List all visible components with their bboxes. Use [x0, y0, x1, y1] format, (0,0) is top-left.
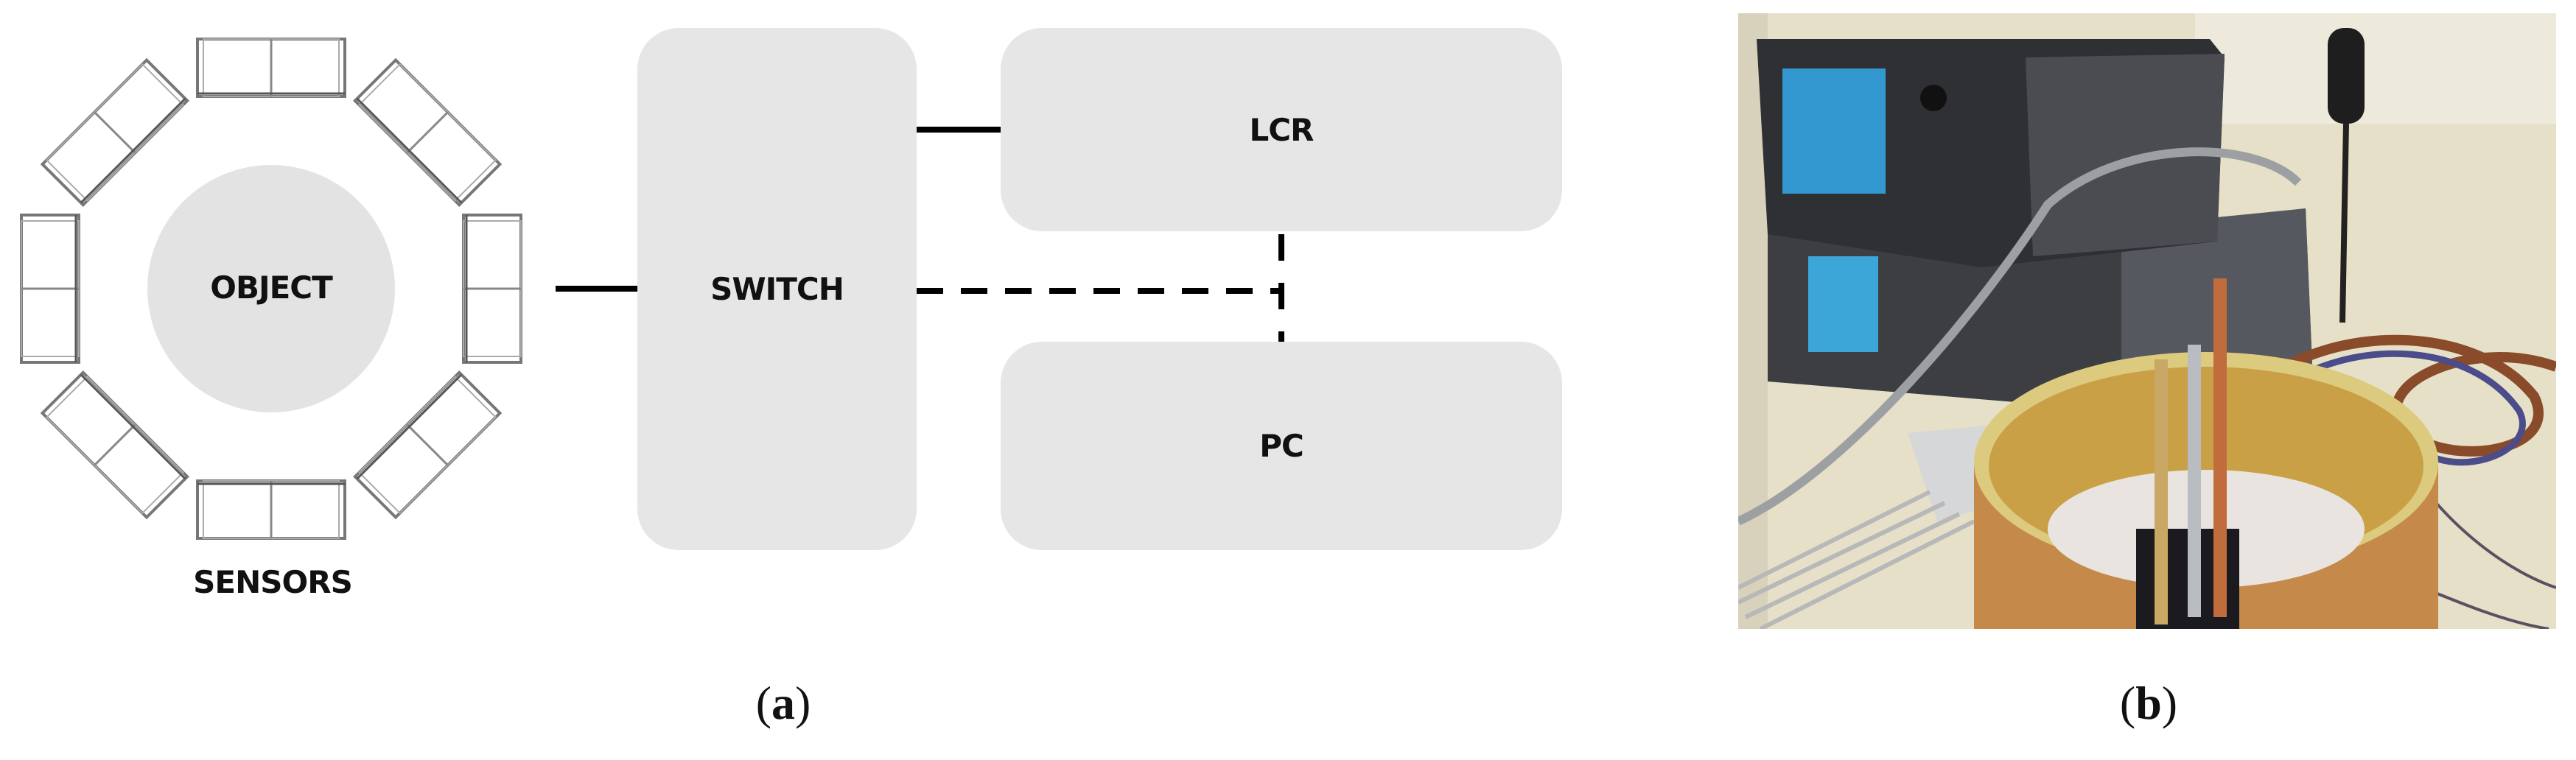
pc-label: PC	[1259, 428, 1304, 464]
sensor-electrode	[196, 38, 346, 98]
sensor-electrode	[40, 370, 189, 520]
lcr-box: LCR	[1001, 28, 1562, 231]
sensor-electrode	[196, 479, 346, 540]
sensor-cylinder	[1974, 278, 2438, 629]
switch-label: SWITCH	[710, 271, 844, 307]
sensors-label: SENSORS	[193, 564, 353, 600]
sensor-electrode	[20, 214, 80, 364]
sensor-ring	[20, 38, 522, 540]
object-label: OBJECT	[210, 270, 333, 306]
sensor-electrode	[40, 57, 189, 207]
caption-a: (a)	[755, 677, 811, 729]
object-circle	[147, 165, 395, 412]
switch-box: SWITCH	[637, 28, 917, 550]
pc-box: PC	[1001, 342, 1562, 550]
lcr-label: LCR	[1249, 111, 1315, 148]
sensor-electrode	[462, 214, 522, 364]
sensor-electrode	[353, 57, 503, 207]
caption-b: (b)	[2119, 677, 2178, 729]
sensor-electrode	[353, 370, 503, 520]
experimental-setup-photo	[1738, 13, 2556, 629]
